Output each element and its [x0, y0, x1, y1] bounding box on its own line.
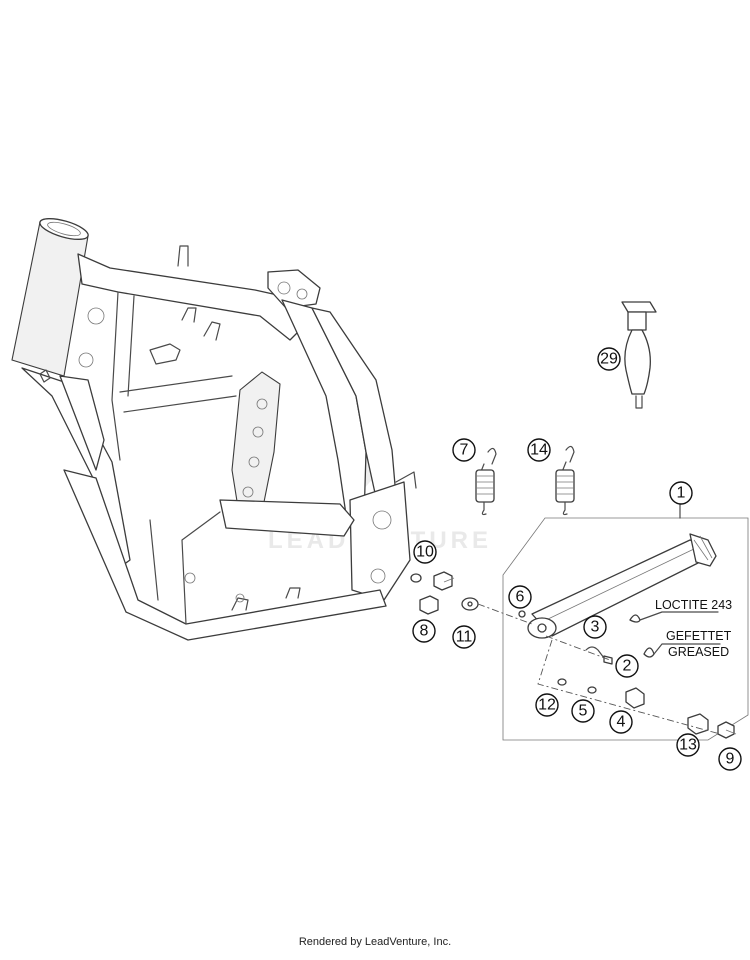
- callout-label: 8: [420, 623, 429, 640]
- callout-label: 7: [460, 442, 469, 459]
- bolt-8: [419, 595, 439, 615]
- nut-6: [518, 610, 526, 618]
- callout-7: 7: [452, 438, 476, 462]
- callout-label: 12: [538, 697, 556, 714]
- grease-drop: [643, 647, 655, 658]
- callout-14: 14: [527, 438, 551, 462]
- callout-label: 6: [516, 589, 525, 606]
- callout-8: 8: [412, 619, 436, 643]
- frame-gusset: [231, 371, 281, 521]
- callout-label: 10: [416, 544, 434, 561]
- callout-label: 9: [726, 751, 735, 768]
- bolt-3: [585, 646, 605, 659]
- motorcycle-frame: [11, 218, 417, 641]
- fastener-group-left: [410, 571, 479, 615]
- callout-label: 11: [456, 629, 473, 646]
- callout-12: 12: [535, 693, 559, 717]
- callout-label: 5: [579, 703, 588, 720]
- ring-12: [557, 678, 567, 686]
- rear-upper-bracket: [267, 269, 321, 309]
- head-tube-top: [39, 218, 89, 240]
- assembly-frame-box: [502, 517, 749, 741]
- lower-cradle-tube: [63, 469, 387, 641]
- upper-main-tube: [77, 253, 301, 341]
- callout-1: 1: [669, 481, 693, 505]
- bushing-13: [687, 713, 709, 735]
- bolt-upper: [433, 571, 453, 591]
- callout-3: 3: [583, 615, 607, 639]
- greased-note-en: GREASED: [668, 645, 729, 659]
- loctite-note: LOCTITE 243: [655, 598, 732, 612]
- callout-9: 9: [718, 747, 742, 771]
- callout-5: 5: [571, 699, 595, 723]
- callout-label: 3: [591, 619, 600, 636]
- steering-head-tube: [11, 221, 89, 377]
- swingarm-pivot-plate: [349, 481, 411, 601]
- side-stand-foot: [689, 533, 717, 567]
- callout-label: 1: [677, 485, 686, 502]
- bushing-4: [625, 687, 645, 709]
- callout-label: 2: [623, 658, 632, 675]
- part-29-tool: [621, 301, 657, 409]
- callout-label: 14: [530, 442, 548, 459]
- loctite-drop: [629, 614, 641, 623]
- greased-note-de: GEFETTET: [666, 629, 732, 643]
- spring-7: [475, 447, 497, 516]
- cross-member: [219, 499, 355, 537]
- spring-14: [555, 445, 575, 516]
- callout-11: 11: [452, 625, 476, 649]
- callout-6: 6: [508, 585, 532, 609]
- frame-tab-top: [177, 245, 189, 267]
- footer-credit: Rendered by LeadVenture, Inc.: [298, 936, 452, 948]
- callout-label: 13: [679, 737, 697, 754]
- callout-label: 4: [617, 714, 626, 731]
- o-ring-10: [410, 573, 422, 583]
- ring-5: [587, 686, 597, 694]
- side-stand-assembly: [477, 501, 749, 741]
- callout-10: 10: [413, 540, 437, 564]
- callout-4: 4: [609, 710, 633, 734]
- side-stand-leg: [531, 539, 709, 637]
- callout-13: 13: [676, 733, 700, 757]
- callout-label: 29: [600, 351, 618, 368]
- callout-2: 2: [615, 654, 639, 678]
- callout-29: 29: [597, 347, 621, 371]
